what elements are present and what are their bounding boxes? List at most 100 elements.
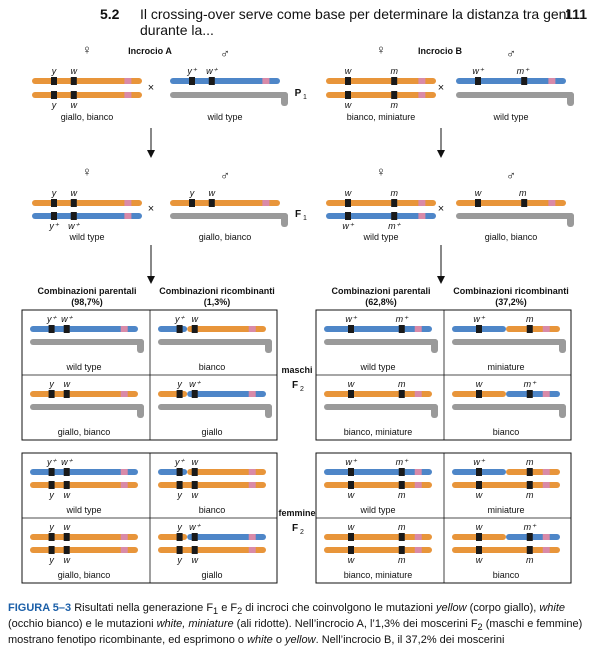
gene-label: w⁺ xyxy=(68,221,80,231)
gene-band xyxy=(191,533,198,541)
section-number: 5.2 xyxy=(100,6,120,22)
gene-band xyxy=(70,77,77,85)
centromere-mark xyxy=(120,391,128,397)
arrow-head xyxy=(147,150,155,158)
gene-label: m xyxy=(526,314,534,324)
centromere-mark xyxy=(418,92,426,98)
phenotype-label: wild type xyxy=(206,112,242,122)
column-header: Combinazioni parentali xyxy=(331,286,430,296)
gene-label: y⁺ xyxy=(186,66,198,76)
gene-band xyxy=(176,325,183,333)
page-number: 111 xyxy=(565,6,587,22)
gene-band xyxy=(476,481,482,489)
gene-label: w⁺ xyxy=(206,66,218,76)
gene-label: w xyxy=(476,490,483,500)
centromere-mark xyxy=(120,534,128,540)
gene-label: w⁺ xyxy=(345,457,357,467)
phenotype-label: wild type xyxy=(65,362,101,372)
x-chromosome xyxy=(326,213,436,219)
y-chromosome xyxy=(30,404,144,410)
gene-band xyxy=(348,481,354,489)
x-chromosome xyxy=(506,534,560,540)
y-chromosome-hook xyxy=(265,339,272,353)
phenotype-label: bianco, miniature xyxy=(344,427,413,437)
y-chromosome-hook xyxy=(559,404,566,418)
gene-label: w xyxy=(191,490,198,500)
gene-band xyxy=(398,468,405,476)
y-chromosome-hook xyxy=(281,213,288,227)
gene-band xyxy=(176,546,183,554)
y-chromosome-hook xyxy=(431,339,438,353)
arrow-head xyxy=(437,276,445,284)
gene-band xyxy=(51,212,57,220)
generation-subscript: 1 xyxy=(303,215,307,222)
gene-label: m⁺ xyxy=(517,66,530,76)
cross-symbol: × xyxy=(148,82,154,94)
gene-label: y xyxy=(51,100,57,110)
male-symbol: ♂ xyxy=(220,46,230,61)
centromere-mark xyxy=(124,78,132,84)
column-header: (1,3%) xyxy=(204,297,231,307)
gene-band xyxy=(63,468,70,476)
gene-band xyxy=(398,481,405,489)
centromere-mark xyxy=(414,469,422,475)
x-chromosome xyxy=(506,391,560,397)
gene-band xyxy=(391,77,398,85)
gene-label: w xyxy=(63,379,70,389)
caption-text: o xyxy=(272,634,285,647)
phenotype-label: wild type xyxy=(362,232,398,242)
gene-label: w xyxy=(345,66,352,76)
gene-band xyxy=(48,468,55,476)
cross-symbol: × xyxy=(148,203,154,215)
gene-label: w xyxy=(63,490,70,500)
gene-label: m xyxy=(398,522,406,532)
generation-label: F xyxy=(295,209,301,220)
gene-band xyxy=(348,546,354,554)
section-title: Il crossing-over serve come base per det… xyxy=(140,6,570,38)
gene-label: w⁺ xyxy=(342,221,354,231)
gene-label: w xyxy=(476,379,483,389)
gene-band xyxy=(476,546,482,554)
gene-label: w⁺ xyxy=(473,314,485,324)
gene-label: y xyxy=(51,188,57,198)
gene-band xyxy=(475,77,481,85)
x-chromosome xyxy=(158,482,266,488)
gene-band xyxy=(526,533,533,541)
gene-band xyxy=(208,77,215,85)
gene-band xyxy=(345,199,351,207)
caption-term: white xyxy=(539,602,566,614)
gene-label: w xyxy=(63,555,70,565)
gene-band xyxy=(345,77,351,85)
gene-label: w⁺ xyxy=(345,314,357,324)
male-symbol: ♂ xyxy=(506,46,516,61)
arrow-head xyxy=(437,150,445,158)
centromere-mark xyxy=(248,482,256,488)
x-chromosome xyxy=(158,547,266,553)
y-chromosome-hook xyxy=(281,92,288,106)
generation-subscript: 1 xyxy=(303,94,307,101)
gene-label: m⁺ xyxy=(396,314,409,324)
gene-band xyxy=(51,91,57,99)
gene-band xyxy=(526,481,533,489)
gene-band xyxy=(189,77,195,85)
centromere-mark xyxy=(124,213,132,219)
x-chromosome xyxy=(326,92,436,98)
x-chromosome xyxy=(158,469,188,475)
gene-label: w xyxy=(209,188,216,198)
gene-band xyxy=(521,199,528,207)
gene-band xyxy=(398,546,405,554)
x-chromosome xyxy=(158,391,188,397)
gene-band xyxy=(398,390,405,398)
gene-band xyxy=(526,546,533,554)
phenotype-label: bianco xyxy=(493,427,520,437)
gene-label: w xyxy=(476,522,483,532)
gene-band xyxy=(63,325,70,333)
gene-band xyxy=(63,481,70,489)
gene-band xyxy=(345,212,351,220)
generation-label: F xyxy=(292,523,298,534)
gene-band xyxy=(348,468,354,476)
y-chromosome-hook xyxy=(265,404,272,418)
gene-label: m xyxy=(390,188,398,198)
gene-label: w xyxy=(348,490,355,500)
